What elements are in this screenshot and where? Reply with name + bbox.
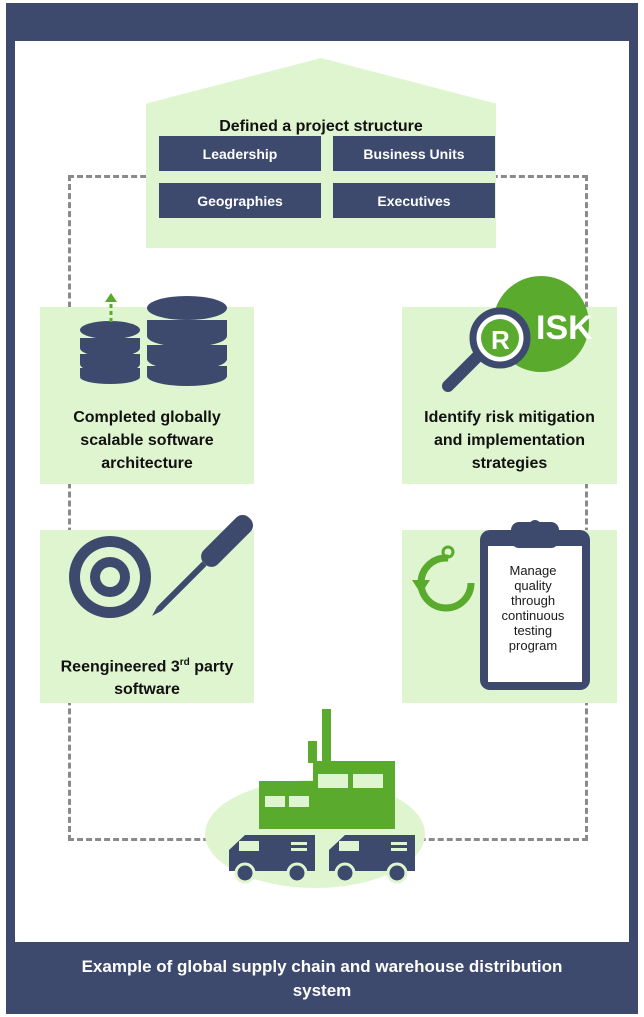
magnifier-risk-icon: ISK R bbox=[442, 276, 593, 392]
risk-badge-text: ISK bbox=[536, 309, 593, 347]
risk-label-line-2: and implementation bbox=[433, 432, 586, 449]
quality-text-line-1: Manage bbox=[509, 563, 557, 578]
architecture-label-line-2: scalable software bbox=[80, 432, 214, 449]
quality-text-line-5: testing bbox=[513, 623, 553, 638]
factory-trucks-icon bbox=[205, 709, 425, 888]
reengineer-label-suffix: party bbox=[189, 658, 234, 676]
footer-title: Example of global supply chain and wareh… bbox=[81, 957, 563, 1000]
tag-business-units: Business Units bbox=[333, 136, 495, 171]
architecture-label-line-1: Completed globally bbox=[73, 409, 221, 426]
risk-badge-letter: R bbox=[491, 325, 510, 355]
project-structure-title: Defined a project structure bbox=[219, 118, 423, 135]
reengineer-label-sup: rd bbox=[179, 657, 190, 668]
reengineer-label: Reengineered 3rd party software bbox=[40, 651, 254, 701]
tag-executives: Executives bbox=[333, 183, 495, 218]
quality-text-line-3: through bbox=[510, 593, 556, 608]
quality-text-line-4: continuous bbox=[501, 608, 565, 623]
architecture-label-line-3: architecture bbox=[101, 455, 193, 472]
reengineer-label-prefix: Reengineered 3 bbox=[60, 658, 180, 676]
risk-label: Identify risk mitigation and implementat… bbox=[402, 406, 617, 475]
risk-label-line-1: Identify risk mitigation bbox=[424, 409, 595, 426]
clipboard-stopwatch-icon bbox=[412, 520, 590, 690]
tag-geographies: Geographies bbox=[159, 183, 321, 218]
target-screwdriver-icon bbox=[69, 514, 254, 618]
quality-text-line-6: program bbox=[508, 638, 558, 653]
architecture-label: Completed globally scalable software arc… bbox=[40, 406, 254, 475]
quality-text-line-2: quality bbox=[514, 578, 552, 593]
tag-leadership: Leadership bbox=[159, 136, 321, 171]
database-stack-icon bbox=[80, 293, 227, 386]
quality-text: Manage quality through continuous testin… bbox=[493, 563, 573, 653]
risk-label-line-3: strategies bbox=[471, 455, 548, 472]
reengineer-label-line-1: Reengineered 3rd party bbox=[40, 651, 254, 678]
reengineer-label-line-2: software bbox=[114, 681, 180, 699]
